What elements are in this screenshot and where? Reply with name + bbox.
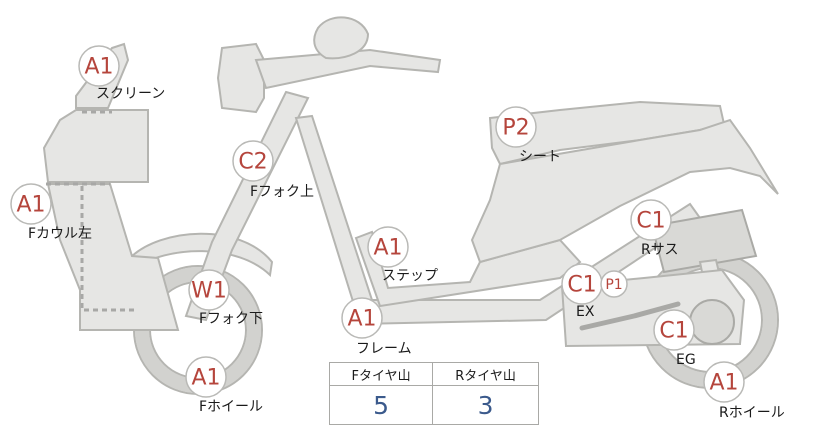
- svg-text:A1: A1: [16, 193, 45, 218]
- tire-tread-table: Fタイヤ山 Rタイヤ山 5 3: [328, 362, 539, 425]
- label-step: ステップ: [382, 268, 438, 284]
- label-front-fork-upper: Fフォク上: [250, 184, 314, 200]
- tire-table-header-row: Fタイヤ山 Rタイヤ山: [328, 362, 539, 386]
- label-screen: スクリーン: [96, 86, 165, 102]
- header-rear-tire: Rタイヤ山: [432, 362, 539, 386]
- svg-text:C1: C1: [636, 209, 665, 234]
- badge-frame[interactable]: A1: [341, 297, 383, 339]
- rear-suspension-shape: [650, 208, 758, 274]
- badge-front-fork-lower[interactable]: W1: [188, 269, 230, 311]
- handlebar-shape: [254, 48, 442, 90]
- rear-body-shape: [470, 118, 779, 264]
- label-frame: フレーム: [356, 341, 412, 357]
- svg-text:A1: A1: [191, 366, 220, 391]
- svg-text:A1: A1: [84, 55, 113, 80]
- badge-step[interactable]: A1: [367, 226, 409, 268]
- badge-front-cowl-left[interactable]: A1: [10, 183, 52, 225]
- header-front-tire: Fタイヤ山: [328, 362, 434, 386]
- frame-shape: [294, 114, 702, 326]
- front-fork-shape: [184, 90, 310, 322]
- value-front-tire: 5: [328, 385, 434, 425]
- cowl-dashed-lines: [46, 110, 134, 312]
- label-seat: シート: [519, 149, 561, 165]
- engine-hub: [689, 299, 735, 345]
- badge-front-wheel[interactable]: A1: [185, 356, 227, 398]
- badge-rear-wheel[interactable]: A1: [703, 361, 745, 403]
- badge-screen[interactable]: A1: [78, 45, 120, 87]
- svg-text:A1: A1: [709, 371, 738, 396]
- label-exhaust: EX: [576, 304, 595, 320]
- label-front-fork-lower: Fフォク下: [199, 311, 263, 327]
- svg-text:A1: A1: [373, 236, 402, 261]
- badge-rear-suspension[interactable]: C1: [630, 199, 672, 241]
- badge-exhaust[interactable]: C1: [561, 263, 603, 305]
- badge-engine[interactable]: C1: [653, 309, 695, 351]
- svg-text:A1: A1: [347, 307, 376, 332]
- svg-text:C2: C2: [238, 150, 267, 175]
- label-rear-wheel: Rホイール: [719, 405, 785, 421]
- exhaust-pipe-shape: [579, 301, 681, 331]
- svg-text:P2: P2: [502, 116, 529, 141]
- label-rear-suspension: Rサス: [641, 242, 678, 258]
- front-fender-shape: [128, 232, 274, 278]
- svg-text:P1: P1: [605, 277, 622, 293]
- headlight-shape: [216, 42, 265, 114]
- mirror-shape: [313, 16, 370, 60]
- label-engine: EG: [676, 352, 696, 368]
- value-rear-tire: 3: [432, 385, 539, 425]
- badge-exhaust-sub[interactable]: P1: [600, 270, 628, 298]
- badge-seat[interactable]: P2: [495, 106, 537, 148]
- front-cowl-shape: [42, 42, 180, 331]
- badge-front-fork-upper[interactable]: C2: [232, 140, 274, 182]
- label-front-cowl-left: Fカウル左: [28, 226, 92, 242]
- tire-table-value-row: 5 3: [328, 385, 539, 425]
- svg-text:C1: C1: [659, 319, 688, 344]
- svg-text:C1: C1: [567, 273, 596, 298]
- svg-text:W1: W1: [191, 279, 227, 304]
- label-front-wheel: Fホイール: [199, 399, 263, 415]
